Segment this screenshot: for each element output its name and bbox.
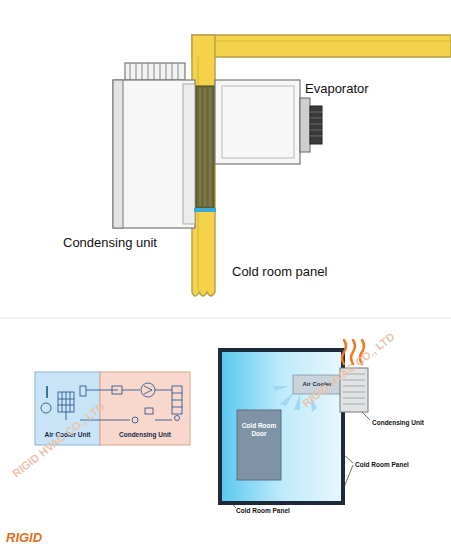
callout-label: Cold Room Panel	[355, 461, 409, 468]
callout-label: Cold Room Panel	[236, 507, 290, 514]
node-text: Cold Room Door	[240, 422, 278, 438]
part-label: Evaporator	[305, 81, 369, 96]
callout-label: Condensing Unit	[372, 419, 424, 426]
part-label: Condensing unit	[63, 235, 157, 250]
part-label: Cold room panel	[232, 264, 327, 279]
watermark: RIGID HVAC CO., LTD	[10, 400, 107, 479]
watermark: RIGID HVAC CO., LTD	[300, 330, 397, 409]
node-text: Condensing Unit	[119, 431, 171, 439]
door-box: Cold Room Door	[237, 410, 281, 480]
unit-region: Condensing Unit	[100, 372, 190, 445]
logo-text: RIGID	[6, 530, 42, 545]
